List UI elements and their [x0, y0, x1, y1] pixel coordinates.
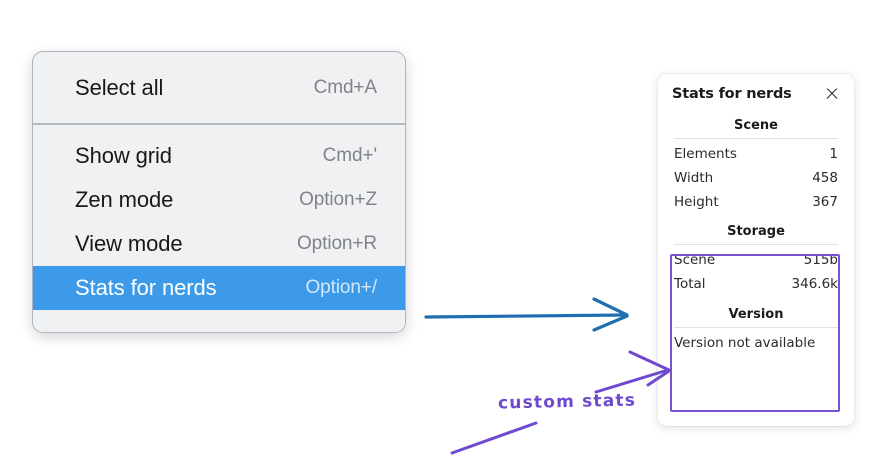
menu-item-view-mode[interactable]: View mode Option+R [33, 222, 405, 266]
version-note: Version not available [674, 335, 816, 352]
menu-item-label: Zen mode [75, 187, 174, 212]
stat-row-scene-storage: Scene 515b [672, 248, 840, 272]
stat-value: 367 [812, 194, 838, 211]
menu-item-shortcut: Option+/ [305, 277, 377, 298]
stats-panel-header: Stats for nerds [672, 86, 840, 102]
stats-for-nerds-panel: Stats for nerds Scene Elements 1 Width 4… [658, 74, 854, 426]
menu-item-stats-for-nerds[interactable]: Stats for nerds Option+/ [33, 266, 405, 310]
menu-item-shortcut: Cmd+' [322, 145, 377, 166]
menu-item-zen-mode[interactable]: Zen mode Option+Z [33, 178, 405, 222]
section-heading-scene: Scene [734, 118, 778, 133]
menu-item-label: Show grid [75, 143, 172, 168]
stat-row-height: Height 367 [672, 190, 840, 214]
menu-item-show-grid[interactable]: Show grid Cmd+' [33, 134, 405, 178]
section-rule [674, 327, 838, 329]
stat-key: Width [674, 170, 714, 187]
menu-group-1: Select all Cmd+A [33, 52, 405, 123]
stat-row-elements: Elements 1 [672, 142, 840, 166]
stat-key: Total [674, 275, 706, 292]
stat-value: 1 [829, 146, 838, 162]
menu-item-shortcut: Option+Z [299, 189, 377, 210]
stat-row-width: Width 458 [672, 166, 840, 190]
menu-item-label: Stats for nerds [75, 275, 217, 300]
section-heading-version: Version [728, 307, 784, 323]
stat-row-total-storage: Total 346.6k [672, 272, 840, 296]
section-rule [674, 138, 838, 139]
blue-pointer-arrow [424, 297, 629, 332]
menu-item-select-all[interactable]: Select all Cmd+A [33, 66, 405, 110]
stats-panel-title: Stats for nerds [672, 86, 792, 102]
menu-item-label: View mode [75, 231, 183, 256]
menu-group-2: Show grid Cmd+' Zen mode Option+Z View m… [33, 125, 405, 332]
section-heading-storage: Storage [727, 223, 785, 239]
stat-value: 515b [803, 251, 838, 268]
menu-divider [33, 123, 405, 125]
menu-footer-spacer [33, 310, 405, 332]
stat-key: Scene [674, 251, 716, 268]
stat-key: Elements [674, 146, 737, 162]
context-menu: Select all Cmd+A Show grid Cmd+' Zen mod… [32, 51, 406, 333]
stat-value: 458 [812, 170, 838, 187]
purple-tail-stroke [450, 421, 538, 455]
section-rule [674, 243, 838, 245]
menu-item-shortcut: Cmd+A [313, 77, 377, 98]
menu-item-shortcut: Option+R [297, 233, 377, 254]
menu-item-label: Select all [75, 75, 164, 100]
annotation-label-custom-stats: custom stats [497, 390, 637, 414]
stat-key: Height [674, 194, 719, 211]
stat-value: 346.6k [791, 275, 838, 292]
close-icon[interactable] [824, 86, 840, 102]
